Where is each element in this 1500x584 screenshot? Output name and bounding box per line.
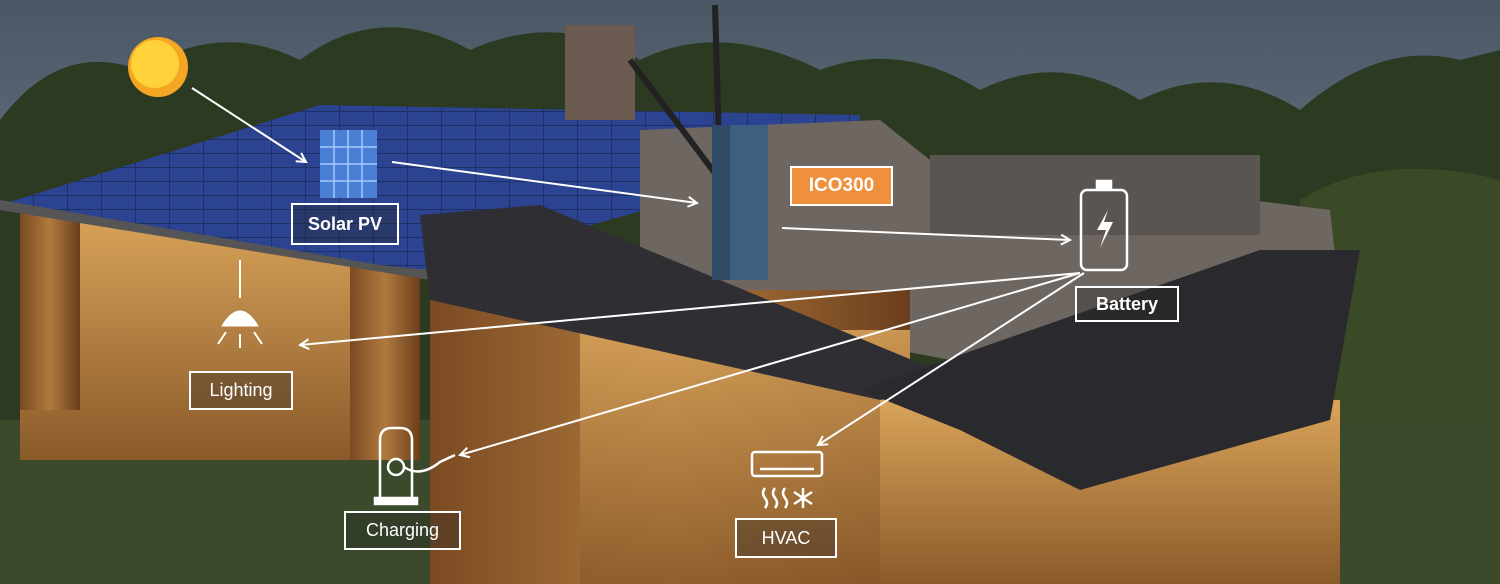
wood-column (350, 260, 420, 460)
arrow-battery-to-lighting (300, 272, 1081, 345)
arrow-battery-to-hvac (818, 272, 1085, 445)
connection-arrows (191, 87, 1085, 455)
sun-icon (128, 37, 188, 97)
hvac-icon (750, 450, 824, 509)
lamp-icon (217, 260, 263, 348)
wood-column (20, 210, 80, 410)
chimney (565, 25, 635, 120)
ev-charger-icon (373, 426, 456, 506)
arrow-device-to-battery (781, 227, 1070, 240)
arrow-sun-to-panel (191, 87, 306, 162)
ico300-device (627, 4, 768, 280)
arrow-panel-to-device (391, 161, 697, 203)
battery-icon (1079, 179, 1129, 272)
terrace-wall (930, 155, 1260, 235)
roof-edge (0, 200, 430, 280)
arrow-battery-to-charging (460, 272, 1081, 455)
ico300-label: ICO300 (790, 166, 893, 206)
hvac-label: HVAC (735, 518, 837, 558)
battery-label: Battery (1075, 286, 1179, 322)
lighting-label: Lighting (189, 371, 293, 410)
solar-panel-icon (320, 130, 377, 198)
solar-pv-label: Solar PV (291, 203, 399, 245)
center-roof (420, 205, 960, 400)
charging-label: Charging (344, 511, 461, 550)
right-roof (860, 250, 1360, 490)
